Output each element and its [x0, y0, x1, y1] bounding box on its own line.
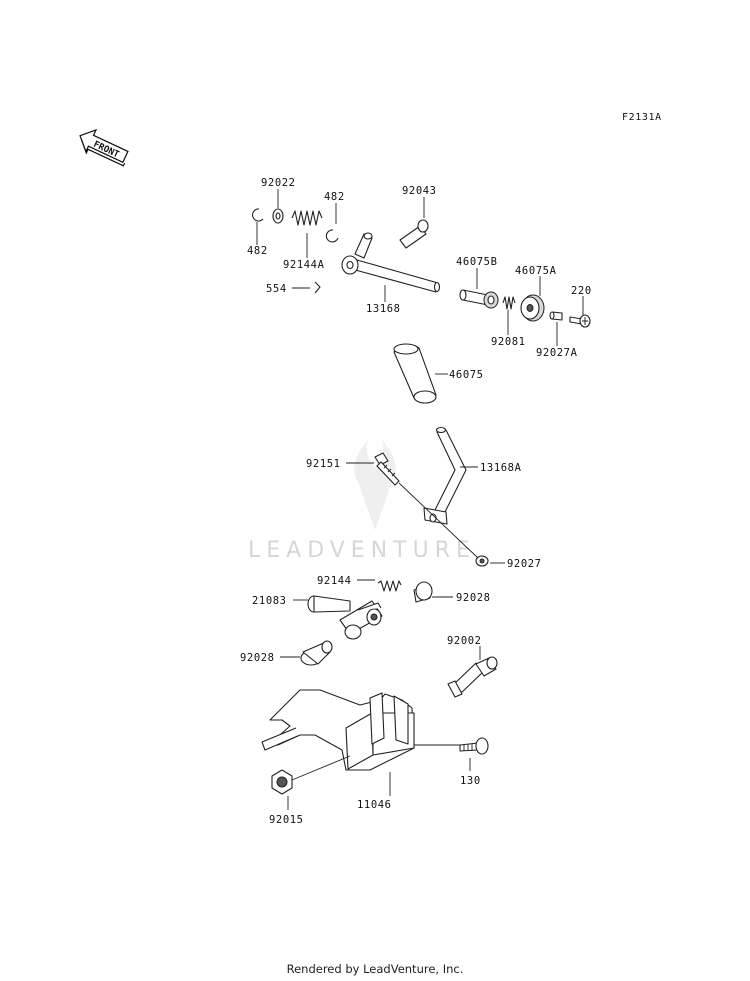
render-credit: Rendered by LeadVenture, Inc. [286, 962, 464, 976]
part-92028-bushing-upper [413, 581, 433, 603]
part-130-bolt [459, 737, 489, 755]
leader-lines [256, 189, 584, 810]
callout-46075: 46075 [449, 369, 484, 381]
part-46075B-collar [459, 289, 499, 309]
callout-11046: 11046 [357, 799, 392, 811]
part-92022-washer [272, 208, 284, 224]
callout-554: 554 [266, 283, 287, 295]
callout-92151: 92151 [306, 458, 341, 470]
part-92081-spring [502, 296, 516, 310]
part-92144A-spring [291, 210, 323, 226]
part-11046-bracket [261, 689, 415, 771]
callout-13168: 13168 [366, 303, 401, 315]
callout-92028-upper: 92028 [456, 592, 491, 604]
part-92144-spring [377, 580, 402, 592]
part-21083-link [307, 595, 383, 640]
part-92002-bolt [447, 656, 498, 698]
callout-92081: 92081 [491, 336, 526, 348]
callout-13168A: 13168A [480, 462, 522, 474]
part-482-clip-left [252, 208, 264, 222]
part-13168A-pedal-arm [423, 426, 467, 525]
callout-46075B: 46075B [456, 256, 498, 268]
part-13168-shift-shaft [341, 232, 441, 293]
callout-482-upper: 482 [324, 191, 345, 203]
callout-92027A: 92027A [536, 347, 578, 359]
watermark-text: LEADVENTURE [248, 538, 476, 563]
diagram-reference-code: F2131A [622, 112, 662, 123]
watermark-logo [354, 440, 396, 530]
part-482-clip-right [325, 229, 339, 243]
part-92027-nut [475, 555, 489, 567]
front-direction-arrow: FRONT [79, 128, 129, 167]
callout-21083: 21083 [252, 595, 287, 607]
part-92151-bolt [374, 452, 400, 486]
callout-92144A: 92144A [283, 259, 325, 271]
part-92027A-collar [549, 311, 563, 321]
callout-92002: 92002 [447, 635, 482, 647]
callout-92027: 92027 [507, 558, 542, 570]
callout-130: 130 [460, 775, 481, 787]
callout-92144: 92144 [317, 575, 352, 587]
part-92028-bushing-lower [300, 640, 333, 666]
part-92015-nut [271, 769, 293, 795]
part-92043-pin [399, 219, 429, 249]
part-46075-grip [393, 343, 437, 404]
callout-92028-lower: 92028 [240, 652, 275, 664]
callout-46075A: 46075A [515, 265, 557, 277]
part-220-screw [569, 314, 591, 328]
callout-220: 220 [571, 285, 592, 297]
callout-92015: 92015 [269, 814, 304, 826]
callout-482-lower: 482 [247, 245, 268, 257]
part-554-key [314, 281, 321, 294]
callout-92022: 92022 [261, 177, 296, 189]
callout-92043: 92043 [402, 185, 437, 197]
part-46075A-knob [520, 294, 545, 322]
